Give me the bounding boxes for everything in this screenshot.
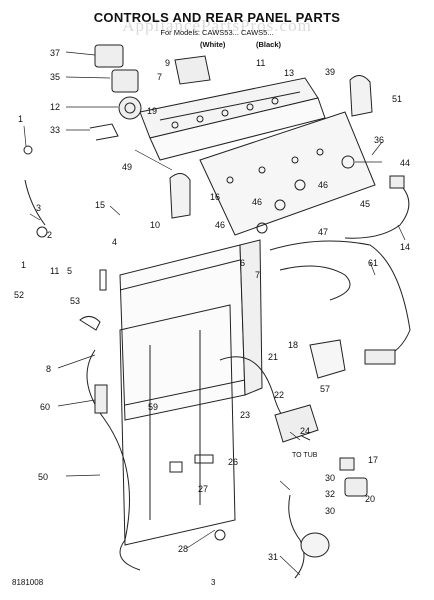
callout-30: 30: [325, 473, 335, 483]
callout-28: 28: [178, 544, 188, 554]
diagram-title: CONTROLS AND REAR PANEL PARTS: [93, 10, 341, 25]
bracket-part: [174, 55, 211, 85]
callout-47: 47: [318, 227, 328, 237]
callout-53: 53: [70, 296, 80, 306]
console-rear-panel: [149, 97, 326, 161]
document-number: 8181008: [12, 578, 44, 587]
power-cord: [344, 179, 410, 239]
lower-cabinet: [119, 304, 236, 546]
callout-31: 31: [268, 552, 278, 562]
callout-46c: 46: [215, 220, 225, 230]
callout-24: 24: [300, 426, 310, 436]
callout-15: 15: [95, 200, 105, 210]
callout-21: 21: [268, 352, 278, 362]
callout-19: 19: [147, 106, 157, 116]
callout-20: 20: [365, 494, 375, 504]
coupling: [300, 532, 330, 558]
callout-12: 12: [50, 102, 60, 112]
model-line: For Models: CAWS53... CAWS5...: [160, 28, 274, 37]
pump: [274, 404, 319, 443]
wire-harness: [269, 240, 411, 361]
callout-14: 14: [400, 242, 410, 252]
callout-45: 45: [360, 199, 370, 209]
callout-30b: 30: [325, 506, 335, 516]
callout-27: 27: [198, 484, 208, 494]
to-tub-label: TO TUB: [292, 452, 318, 459]
timer-knob-part: [94, 44, 124, 68]
callout-16: 16: [210, 192, 220, 202]
callout-33: 33: [50, 125, 60, 135]
inlet-hose: [24, 179, 46, 226]
variant-black-label: (Black): [256, 40, 282, 49]
timer-part: [111, 69, 139, 93]
callout-52: 52: [14, 290, 24, 300]
callout-1b: 1: [21, 260, 26, 270]
callout-8: 8: [46, 364, 51, 374]
callout-26: 26: [228, 457, 238, 467]
callout-50: 50: [38, 472, 48, 482]
callout-35: 35: [50, 72, 60, 82]
callout-60: 60: [40, 402, 50, 412]
knob-part: [118, 96, 142, 120]
callout-17: 17: [368, 455, 378, 465]
callout-7b: 7: [255, 270, 260, 280]
callout-59: 59: [148, 402, 158, 412]
control-housing: [199, 111, 376, 236]
callout-5: 5: [67, 266, 72, 276]
callout-46b: 46: [252, 197, 262, 207]
callout-22: 22: [274, 390, 284, 400]
callout-11: 11: [256, 58, 265, 68]
callout-37: 37: [50, 48, 60, 58]
callout-49: 49: [122, 162, 132, 172]
bracket-57: [309, 339, 346, 379]
callout-9: 9: [165, 58, 170, 68]
tub-hose: [288, 494, 305, 579]
callout-57: 57: [320, 384, 330, 394]
end-cap-left: [169, 173, 191, 219]
callout-32: 32: [325, 489, 335, 499]
callout-46a: 46: [318, 180, 328, 190]
callout-39: 39: [325, 67, 335, 77]
end-cap: [349, 75, 373, 117]
callout-2: 2: [47, 230, 52, 240]
callout-44: 44: [400, 158, 410, 168]
callout-36: 36: [374, 135, 384, 145]
page-number: 3: [211, 578, 216, 587]
mounting-bracket: [89, 123, 119, 141]
cabinet-side: [239, 239, 263, 396]
callout-13: 13: [284, 68, 294, 78]
valve: [344, 477, 368, 497]
callout-11b: 11: [50, 266, 59, 276]
drain-hose: [86, 349, 141, 571]
cabinet-rear-panel: [119, 244, 246, 421]
callout-7: 7: [157, 72, 162, 82]
callout-4: 4: [112, 237, 117, 247]
callout-10: 10: [150, 220, 160, 230]
watermark: AppliancePartsPros.com: [122, 16, 312, 35]
callout-3: 3: [36, 203, 41, 213]
callout-6: 6: [240, 258, 245, 268]
callout-1: 1: [18, 114, 23, 124]
callout-51: 51: [392, 94, 402, 104]
callout-61: 61: [368, 258, 378, 268]
callout-18: 18: [288, 340, 298, 350]
callout-23: 23: [240, 410, 250, 420]
variant-white-label: (White): [200, 40, 226, 49]
